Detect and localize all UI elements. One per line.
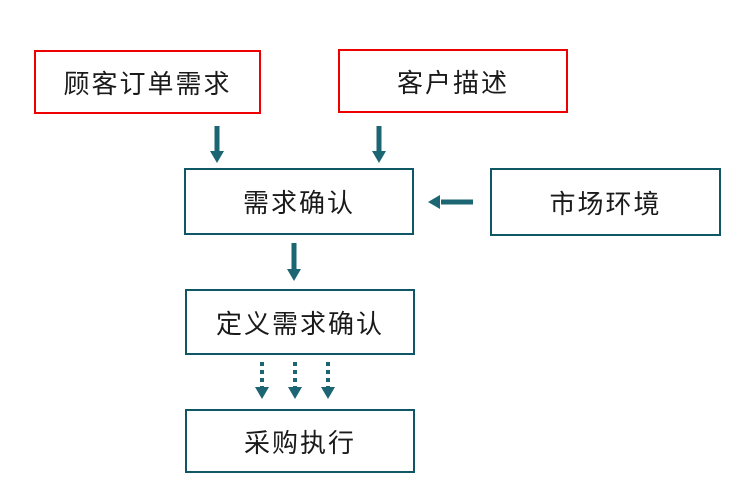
node-market-environment: 市场环境 — [490, 168, 721, 236]
node-market-environment-label: 市场环境 — [549, 189, 662, 219]
node-demand-confirmation-label: 需求确认 — [242, 189, 355, 218]
arrow-customer-desc-to-demand-confirm — [372, 126, 386, 163]
arrow-customer-order-to-demand-confirm — [210, 126, 224, 163]
node-customer-order-demand-label: 顾客订单需求 — [63, 69, 232, 99]
arrow-dotted-define-to-procurement-2 — [288, 362, 302, 399]
arrow-market-env-to-demand-confirm — [428, 195, 473, 209]
arrow-dotted-define-to-procurement-3 — [321, 362, 335, 399]
node-demand-confirmation: 需求确认 — [184, 168, 414, 235]
node-procurement-execution: 采购执行 — [185, 409, 415, 473]
node-customer-order-demand: 顾客订单需求 — [34, 50, 261, 114]
arrow-demand-confirm-to-define-demand — [287, 243, 301, 281]
node-customer-description: 客户描述 — [338, 49, 568, 113]
node-define-demand-confirmation: 定义需求确认 — [185, 289, 415, 355]
node-customer-description-label: 客户描述 — [396, 68, 509, 98]
arrow-dotted-define-to-procurement-1 — [255, 362, 269, 399]
node-define-demand-confirmation-label: 定义需求确认 — [215, 309, 384, 339]
node-procurement-execution-label: 采购执行 — [243, 428, 356, 458]
